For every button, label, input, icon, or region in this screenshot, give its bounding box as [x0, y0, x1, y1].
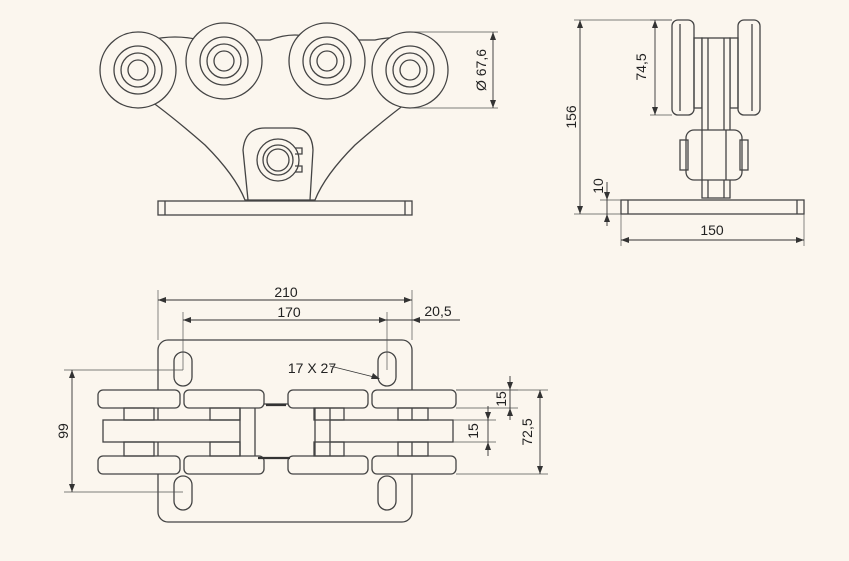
side-hub	[685, 129, 743, 181]
slot-size-label: 17 X 27	[288, 360, 336, 376]
base-plate-front	[157, 200, 413, 216]
bottom-wheel-2	[183, 455, 265, 475]
circlip-icon	[295, 147, 303, 173]
slot-4	[377, 475, 397, 511]
hole-spacing-label: 170	[277, 304, 301, 320]
hub-outer	[256, 138, 300, 182]
top-wheel-4	[371, 389, 457, 409]
top-wheel-2	[183, 389, 265, 409]
center-hub	[242, 127, 314, 201]
slot-3	[173, 475, 193, 511]
plate-length-label: 210	[274, 284, 298, 300]
top-wheel-1	[97, 389, 181, 409]
top-wheel-3	[287, 389, 369, 409]
hub-inner	[262, 144, 294, 176]
side-wheel-right	[737, 19, 761, 116]
hub-bolt	[266, 148, 290, 172]
wheel-height-label: 74,5	[633, 53, 649, 80]
front-wheel-4	[371, 31, 449, 109]
slot-leader-line	[329, 365, 379, 379]
bottom-wheel-3	[287, 455, 369, 475]
front-wheel-1	[99, 31, 177, 109]
base-plate-side	[620, 199, 805, 215]
central-block	[239, 403, 331, 459]
side-view: 74,5 156 10 150	[563, 19, 805, 246]
side-wheel-left	[671, 19, 695, 116]
bottom-wheel-4	[371, 455, 457, 475]
wheel-span-label: 72,5	[519, 418, 535, 445]
gap-top-label: 15	[493, 391, 509, 407]
top-view: 210 170 20,5 17 X 27 99 15	[55, 284, 548, 523]
plate-thickness-label: 10	[590, 178, 606, 194]
plate-width-label: 150	[700, 222, 724, 238]
front-view: Ø 67,6	[99, 22, 498, 216]
total-height-label: 156	[563, 105, 579, 129]
wheel-diameter-label: Ø 67,6	[473, 49, 489, 91]
front-wheel-2	[185, 22, 263, 100]
carriage-body-outline	[134, 34, 431, 201]
front-wheel-3	[288, 22, 366, 100]
gap-mid-label: 15	[465, 423, 481, 439]
bottom-wheel-1	[97, 455, 181, 475]
depth-label: 99	[55, 423, 71, 439]
hole-offset-label: 20,5	[424, 303, 451, 319]
